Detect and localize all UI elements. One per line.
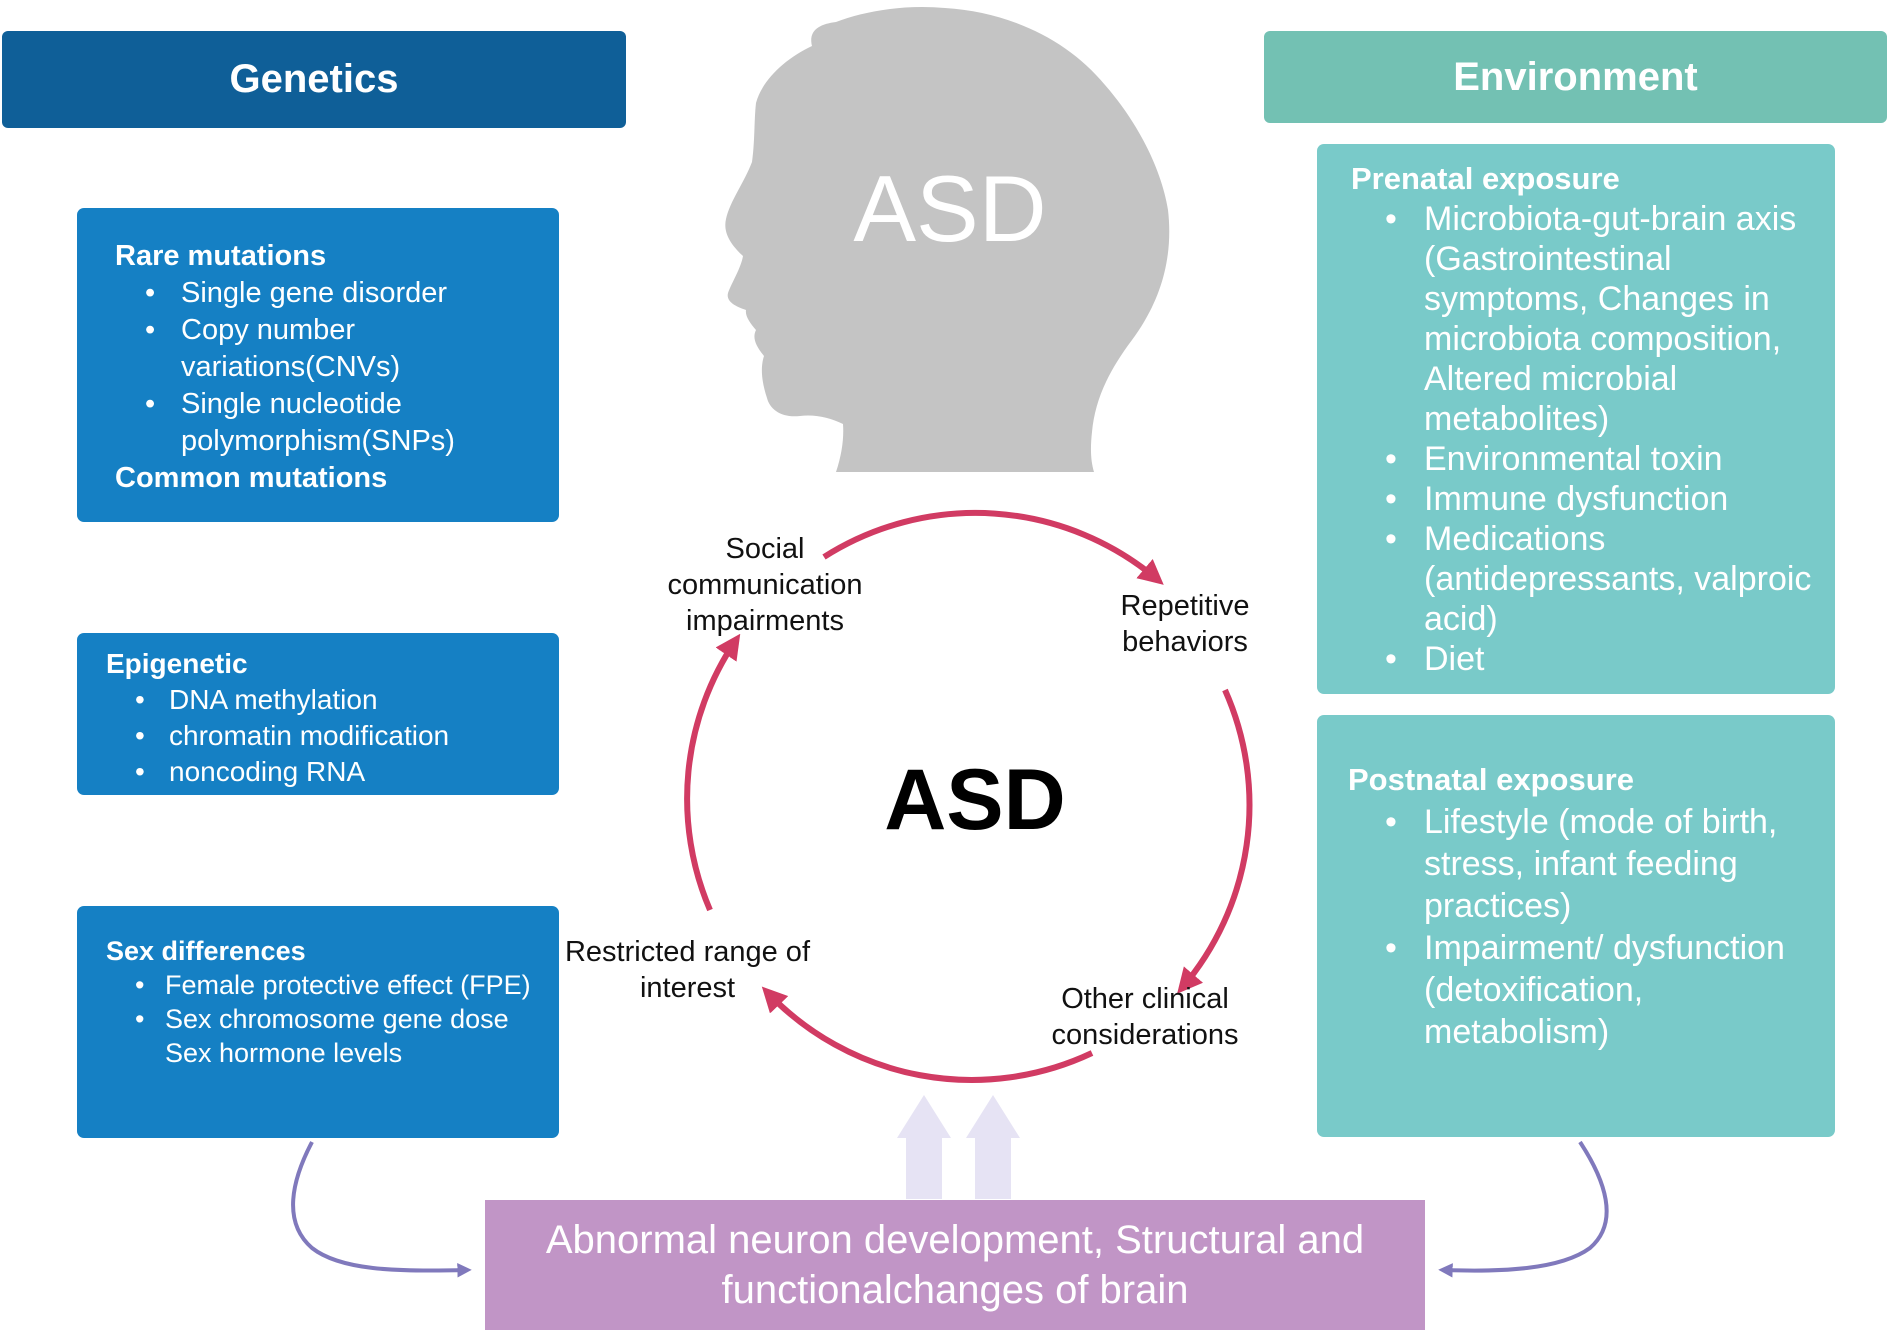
list-item: Medications (antidepressants, valproic a… bbox=[1351, 519, 1819, 639]
sex-differences-title: Sex differences bbox=[106, 936, 306, 966]
brain-changes-box: Abnormal neuron development, Structural … bbox=[485, 1200, 1425, 1330]
list-item: noncoding RNA bbox=[106, 754, 543, 790]
epigenetic-box: Epigenetic DNA methylation chromatin mod… bbox=[77, 633, 559, 795]
cycle-arrow-restricted-to-social bbox=[684, 633, 741, 912]
list-item: Lifestyle (mode of birth, stress, infant… bbox=[1348, 801, 1819, 927]
genetics-header: Genetics bbox=[2, 31, 626, 128]
list-item: DNA methylation bbox=[106, 682, 543, 718]
restricted-range-label: Restricted range of interest bbox=[564, 936, 810, 1004]
postnatal-exposure-title: Postnatal exposure bbox=[1348, 762, 1634, 797]
list-item: Single nucleotide polymorphism(SNPs) bbox=[115, 386, 543, 460]
sex-differences-list: Female protective effect (FPE) Sex chrom… bbox=[106, 968, 543, 1070]
social-communication-label: Social communication impairments bbox=[667, 533, 863, 637]
genetics-to-brain-arrow bbox=[291, 1141, 472, 1278]
prenatal-exposure-list: Microbiota-gut-brain axis (Gastrointesti… bbox=[1351, 199, 1819, 679]
other-clinical-label: Other clinical considerations bbox=[1051, 983, 1239, 1051]
epigenetic-list: DNA methylation chromatin modification n… bbox=[106, 682, 543, 790]
cycle-arrow-social-to-repetitive bbox=[822, 509, 1164, 585]
center-asd-label: ASD bbox=[884, 752, 1066, 848]
list-item: Immune dysfunction bbox=[1351, 479, 1819, 519]
repetitive-behaviors-label: Repetitive behaviors bbox=[1120, 590, 1250, 658]
list-item: Diet bbox=[1351, 639, 1819, 679]
environment-header: Environment bbox=[1264, 31, 1887, 123]
rare-mutations-title: Rare mutations bbox=[115, 240, 327, 272]
up-arrow-left-icon bbox=[897, 1095, 951, 1199]
prenatal-exposure-title: Prenatal exposure bbox=[1351, 161, 1620, 196]
list-item: Environmental toxin bbox=[1351, 439, 1819, 479]
common-mutations-title: Common mutations bbox=[115, 462, 388, 494]
list-item: Impairment/ dysfunction (detoxification,… bbox=[1348, 927, 1819, 1053]
up-arrow-right-icon bbox=[966, 1095, 1020, 1199]
cycle-arrow-repetitive-to-other bbox=[1177, 688, 1253, 994]
list-item: Sex chromosome gene dose Sex hormone lev… bbox=[106, 1002, 543, 1070]
head-asd-label: ASD bbox=[853, 156, 1047, 261]
postnatal-exposure-box: Postnatal exposure Lifestyle (mode of bi… bbox=[1317, 715, 1835, 1137]
sex-differences-box: Sex differences Female protective effect… bbox=[77, 906, 559, 1138]
list-item: Copy number variations(CNVs) bbox=[115, 312, 543, 386]
rare-mutations-list: Single gene disorder Copy number variati… bbox=[115, 275, 543, 460]
environment-to-brain-arrow bbox=[1438, 1140, 1609, 1278]
prenatal-exposure-box: Prenatal exposure Microbiota-gut-brain a… bbox=[1317, 144, 1835, 694]
list-item: chromatin modification bbox=[106, 718, 543, 754]
rare-mutations-box: Rare mutations Single gene disorder Copy… bbox=[77, 208, 559, 522]
list-item: Microbiota-gut-brain axis (Gastrointesti… bbox=[1351, 199, 1819, 439]
child-head-silhouette-icon bbox=[725, 6, 1170, 472]
postnatal-exposure-list: Lifestyle (mode of birth, stress, infant… bbox=[1348, 801, 1819, 1053]
epigenetic-title: Epigenetic bbox=[106, 648, 248, 679]
brain-changes-text: Abnormal neuron development, Structural … bbox=[545, 1218, 1365, 1312]
list-item: Female protective effect (FPE) bbox=[106, 968, 543, 1002]
cycle-arrow-other-to-restricted bbox=[761, 986, 1094, 1083]
list-item: Single gene disorder bbox=[115, 275, 543, 312]
